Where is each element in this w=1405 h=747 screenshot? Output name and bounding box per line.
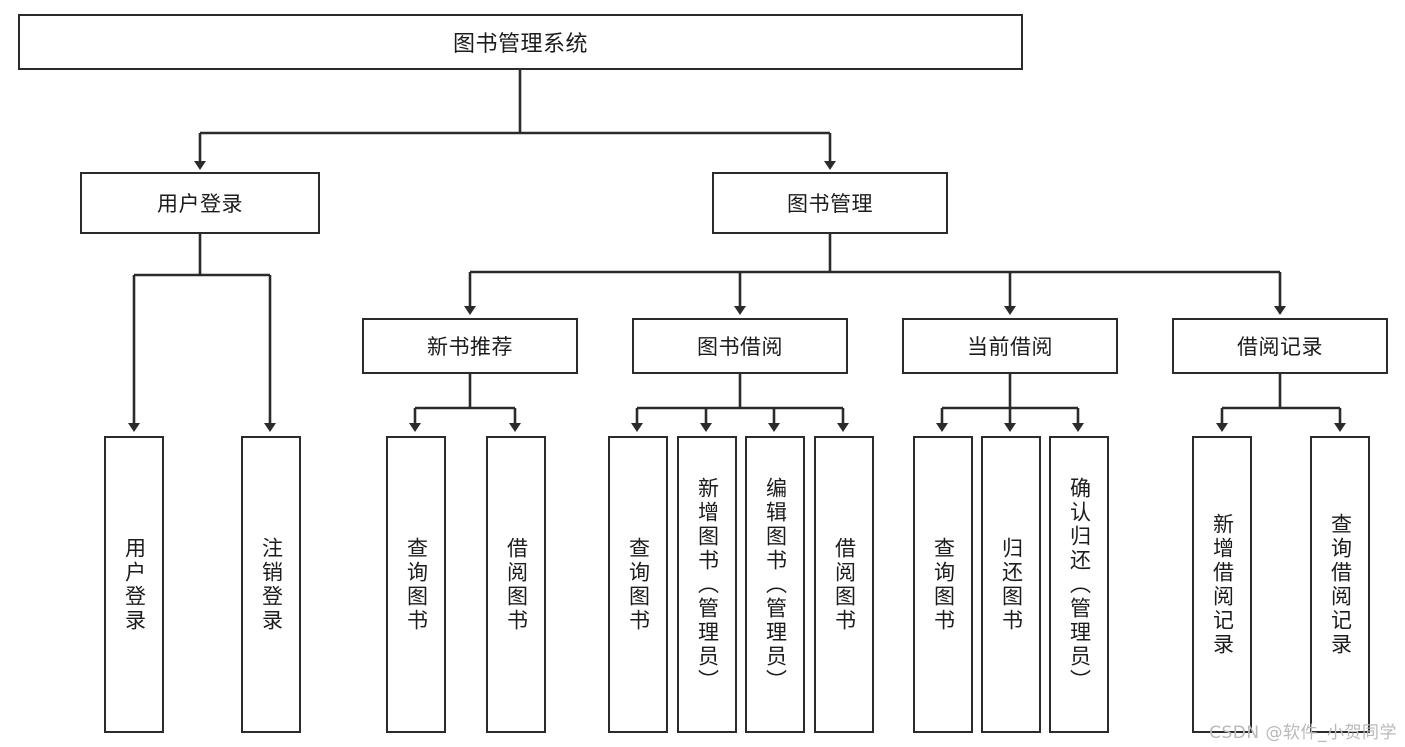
node-new-book-recommend[interactable]: 新书推荐 — [362, 318, 578, 374]
leaf-label: 查询图书 — [931, 536, 956, 633]
leaf-borrow-record-query-record[interactable]: 查询借阅记录 — [1310, 436, 1370, 733]
node-current-borrow[interactable]: 当前借阅 — [902, 318, 1118, 374]
leaf-book-borrow-edit-book[interactable]: 编辑图书（管理员） — [745, 436, 805, 733]
node-book-borrow[interactable]: 图书借阅 — [632, 318, 848, 374]
node-current-borrow-label: 当前借阅 — [967, 335, 1053, 359]
node-borrow-record[interactable]: 借阅记录 — [1172, 318, 1388, 374]
leaf-label: 归还图书 — [999, 536, 1024, 633]
node-user-login[interactable]: 用户登录 — [80, 172, 320, 234]
leaf-label: 借阅图书 — [832, 536, 857, 633]
node-user-login-label: 用户登录 — [157, 192, 243, 216]
leaf-new-book-borrow-book[interactable]: 借阅图书 — [486, 436, 546, 733]
leaf-label: 新增图书（管理员） — [695, 476, 720, 693]
node-root[interactable]: 图书管理系统 — [18, 14, 1023, 70]
leaf-new-book-query-book[interactable]: 查询图书 — [386, 436, 446, 733]
leaf-current-borrow-query-book[interactable]: 查询图书 — [913, 436, 973, 733]
leaf-label: 查询借阅记录 — [1328, 512, 1353, 657]
node-book-management-label: 图书管理 — [787, 192, 873, 216]
leaf-current-borrow-confirm-return[interactable]: 确认归还（管理员） — [1049, 436, 1109, 733]
node-root-label: 图书管理系统 — [452, 32, 588, 57]
node-book-management[interactable]: 图书管理 — [712, 172, 948, 234]
node-new-book-recommend-label: 新书推荐 — [427, 335, 513, 359]
leaf-book-borrow-borrow-book[interactable]: 借阅图书 — [814, 436, 874, 733]
leaf-book-borrow-add-book[interactable]: 新增图书（管理员） — [677, 436, 737, 733]
watermark: CSDN @软件_小贺同学 — [1209, 723, 1397, 743]
leaf-label: 编辑图书（管理员） — [763, 476, 788, 693]
leaf-label: 查询图书 — [404, 536, 429, 633]
leaf-borrow-record-add-record[interactable]: 新增借阅记录 — [1192, 436, 1252, 733]
leaf-book-borrow-query-book[interactable]: 查询图书 — [608, 436, 668, 733]
leaf-user-login-login[interactable]: 用户登录 — [104, 436, 164, 733]
node-borrow-record-label: 借阅记录 — [1237, 335, 1323, 359]
leaf-user-login-logout[interactable]: 注销登录 — [241, 436, 301, 733]
leaf-label: 确认归还（管理员） — [1067, 476, 1092, 693]
leaf-current-borrow-return-book[interactable]: 归还图书 — [981, 436, 1041, 733]
leaf-label: 借阅图书 — [504, 536, 529, 633]
leaf-label: 新增借阅记录 — [1210, 512, 1235, 657]
leaf-label: 注销登录 — [259, 536, 284, 633]
leaf-label: 查询图书 — [626, 536, 651, 633]
node-book-borrow-label: 图书借阅 — [697, 335, 783, 359]
leaf-label: 用户登录 — [122, 536, 147, 633]
